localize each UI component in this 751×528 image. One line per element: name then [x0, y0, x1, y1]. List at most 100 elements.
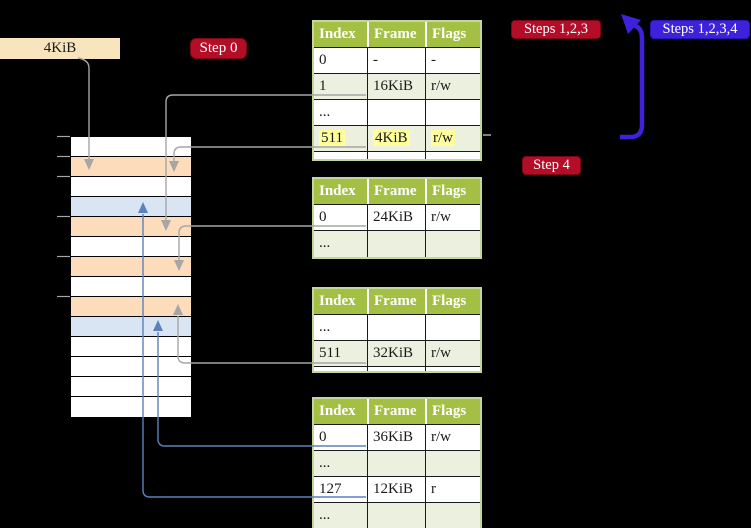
table-cell-flags: [425, 100, 480, 125]
table-cell-index: 511: [319, 345, 341, 361]
table-cell-frame: [367, 100, 425, 125]
table-cell-frame: [367, 231, 425, 257]
column-header: Index: [319, 183, 356, 199]
column-header: Flags: [425, 289, 480, 314]
column-header: Frame: [367, 399, 425, 424]
table-cell-flags: [425, 367, 480, 371]
column-header: Index: [319, 403, 356, 419]
table-row: 511 4KiB r/w: [314, 126, 480, 152]
table-cell-flags: r/w: [425, 425, 480, 450]
memory-row-white: [71, 397, 191, 417]
memory-row-blue: [71, 317, 191, 337]
table-cell-frame: 12KiB: [367, 477, 425, 502]
table-cell-index: 0: [319, 429, 327, 445]
memory-row-white: [71, 177, 191, 197]
table-row: ...: [314, 100, 480, 126]
highlighted-value: 511: [319, 130, 345, 146]
arrowhead-up-left-icon: [621, 14, 641, 34]
table-cell-index: 511: [314, 126, 367, 151]
table-cell-flags: [425, 315, 480, 340]
table-cell-frame: [367, 451, 425, 476]
table-cell-index: 127: [319, 481, 342, 497]
memory-row-blue: [71, 197, 191, 217]
highlighted-value: r/w: [431, 130, 455, 146]
badge-steps-1-2-3: Steps 1,2,3: [511, 20, 601, 39]
memory-row-orange: [71, 157, 191, 177]
column-header: Flags: [425, 399, 480, 424]
table-cell-index: 0: [319, 209, 327, 225]
table-cell-flags: [425, 152, 480, 159]
table-cell-index: ...: [319, 235, 331, 251]
table-cell-flags: [425, 503, 480, 528]
highlighted-value: 4KiB: [373, 130, 410, 146]
table-row: ...: [314, 503, 480, 528]
table-cell-index: ...: [319, 507, 331, 523]
frame-size-label: 4KiB: [0, 38, 120, 59]
table-cell-frame: [367, 315, 425, 340]
table-cell-index: ...: [319, 319, 331, 335]
table-cell-index: 0: [319, 52, 327, 68]
table-cell-flags: r/w: [425, 74, 480, 99]
memory-row-orange: [71, 257, 191, 277]
column-header: Frame: [367, 289, 425, 314]
table-row: ...: [314, 315, 480, 341]
memory-row-white: [71, 277, 191, 297]
table-row: ...: [314, 231, 480, 257]
table-cell-index: [314, 367, 367, 371]
column-header: Frame: [367, 22, 425, 47]
table-cell-frame: 16KiB: [367, 74, 425, 99]
badge-steps-1-2-3-4: Steps 1,2,3,4: [650, 20, 750, 39]
table-cell-frame: 4KiB: [367, 126, 425, 151]
memory-ticks: [57, 135, 70, 298]
column-header: Flags: [425, 179, 480, 204]
table-row: 0 --: [314, 48, 480, 74]
column-header: Flags: [425, 22, 480, 47]
table-cell-flags: [425, 231, 480, 257]
column-header: Frame: [367, 179, 425, 204]
table-cell-frame: -: [367, 48, 425, 73]
table-cell-frame: 32KiB: [367, 341, 425, 366]
steps-loop-arrow: [620, 22, 645, 140]
memory-row-orange: [71, 297, 191, 317]
column-header: Index: [319, 293, 356, 309]
memory-column: [70, 136, 192, 418]
table-cell-frame: [367, 503, 425, 528]
table-cell-index: ...: [319, 104, 331, 120]
memory-row-white: [71, 137, 191, 157]
memory-row-white: [71, 357, 191, 377]
table-cell-flags: r/w: [425, 205, 480, 230]
table-cell-flags: [425, 451, 480, 476]
table-cell-flags: r/w: [425, 126, 480, 151]
column-header: Index: [319, 26, 356, 42]
table-cell-flags: r: [425, 477, 480, 502]
memory-row-orange: [71, 217, 191, 237]
table-cell-index: ...: [319, 455, 331, 471]
badge-step-4: Step 4: [522, 156, 581, 175]
memory-row-white: [71, 377, 191, 397]
table-cell-index: [314, 152, 367, 159]
table-cell-frame: [367, 152, 425, 159]
table-cell-frame: 36KiB: [367, 425, 425, 450]
table-cell-flags: -: [425, 48, 480, 73]
badge-step-0: Step 0: [190, 38, 247, 59]
table-cell-frame: 24KiB: [367, 205, 425, 230]
memory-row-white: [71, 337, 191, 357]
table-cell-frame: [367, 367, 425, 371]
table-cell-index: 1: [319, 78, 327, 94]
table-row: ...: [314, 451, 480, 477]
clipped-row: [314, 152, 480, 159]
